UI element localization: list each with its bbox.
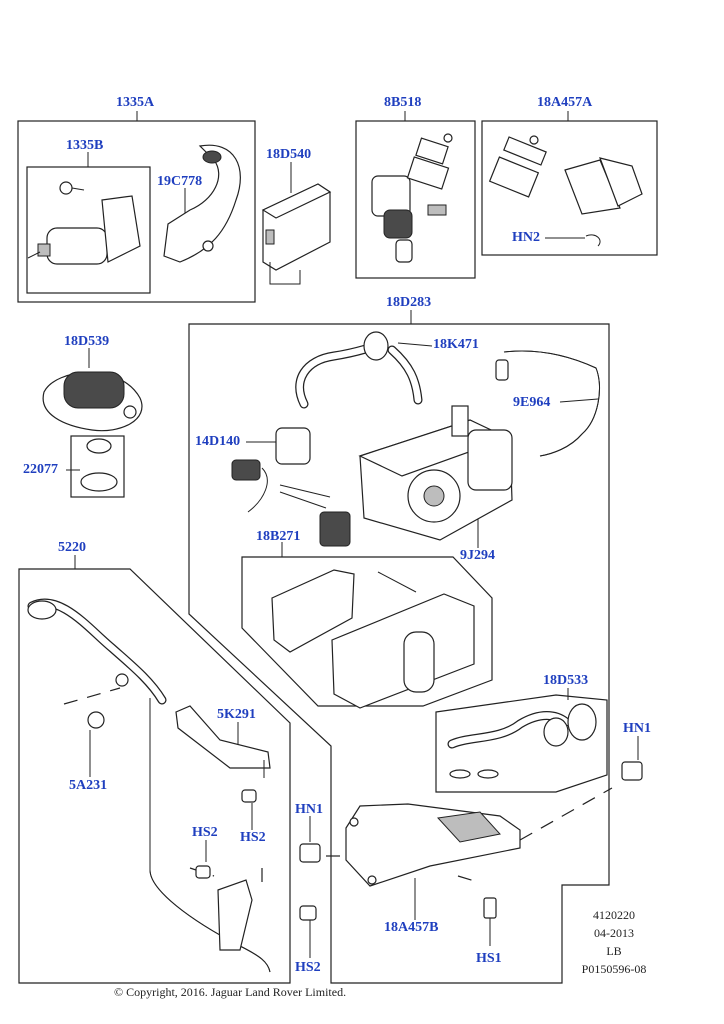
bracket-19C778 xyxy=(163,144,241,263)
box-18A457A xyxy=(481,120,658,256)
diagram-date: 04-2013 xyxy=(594,926,634,940)
callout-8B518: 8B518 xyxy=(384,95,422,110)
diagram-code: LB xyxy=(606,944,622,958)
pipe-18D533 xyxy=(447,703,597,779)
callout-5220: 5220 xyxy=(58,540,86,555)
pipe-9E964 xyxy=(495,350,600,457)
heater-9J294 xyxy=(358,405,513,541)
callout-18D540: 18D540 xyxy=(266,147,312,162)
exhaust-5220 xyxy=(27,598,271,973)
callout-5K291: 5K291 xyxy=(217,707,256,722)
box-5220 xyxy=(18,568,291,984)
bracket-18A457A xyxy=(488,135,643,247)
covers-18B271 xyxy=(271,569,475,709)
callout-HN1-right: HN1 xyxy=(623,721,651,736)
harness-14D140 xyxy=(231,427,351,547)
switch-8B518 xyxy=(371,133,453,263)
box-18B271 xyxy=(241,556,493,707)
callout-18D539: 18D539 xyxy=(64,334,110,349)
callout-HN1-center: HN1 xyxy=(295,802,323,817)
diagram-id: P0150596-08 xyxy=(581,962,647,976)
box-18D283 xyxy=(188,323,610,984)
callout-18D283: 18D283 xyxy=(386,295,432,310)
callout-1335A: 1335A xyxy=(116,95,155,110)
callout-9J294: 9J294 xyxy=(460,548,495,563)
actuator-1335B xyxy=(27,181,141,265)
callout-18A457B: 18A457B xyxy=(384,920,439,935)
callout-18A457A: 18A457A xyxy=(537,95,593,110)
callout-19C778: 19C778 xyxy=(157,174,203,189)
callout-1335B: 1335B xyxy=(66,138,104,153)
callout-HS1: HS1 xyxy=(476,951,502,966)
callout-18B271: 18B271 xyxy=(256,529,301,544)
module-18D540 xyxy=(261,183,332,285)
callout-HS2-middle: HS2 xyxy=(240,830,266,845)
callout-HN2: HN2 xyxy=(512,230,540,245)
box-8B518 xyxy=(355,120,476,279)
hose-18K471 xyxy=(295,331,423,409)
callout-14D140: 14D140 xyxy=(195,434,241,449)
copyright-notice: © Copyright, 2016. Jaguar Land Rover Lim… xyxy=(114,985,347,999)
bracket-5K291 xyxy=(175,705,271,778)
callout-18D533: 18D533 xyxy=(543,673,589,688)
callout-9E964: 9E964 xyxy=(513,395,551,410)
remote-18D539 xyxy=(42,371,143,492)
callout-HS2-bottom: HS2 xyxy=(295,960,321,975)
box-22077 xyxy=(70,435,125,498)
callout-5A231: 5A231 xyxy=(69,778,108,793)
fasteners xyxy=(195,761,643,921)
callout-18K471: 18K471 xyxy=(433,337,479,352)
callout-HS2-left: HS2 xyxy=(192,825,218,840)
bracket-18A457B xyxy=(345,803,521,887)
box-18D533 xyxy=(435,694,608,793)
diagram-reference: 4120220 xyxy=(593,908,635,922)
callout-22077: 22077 xyxy=(23,462,58,477)
